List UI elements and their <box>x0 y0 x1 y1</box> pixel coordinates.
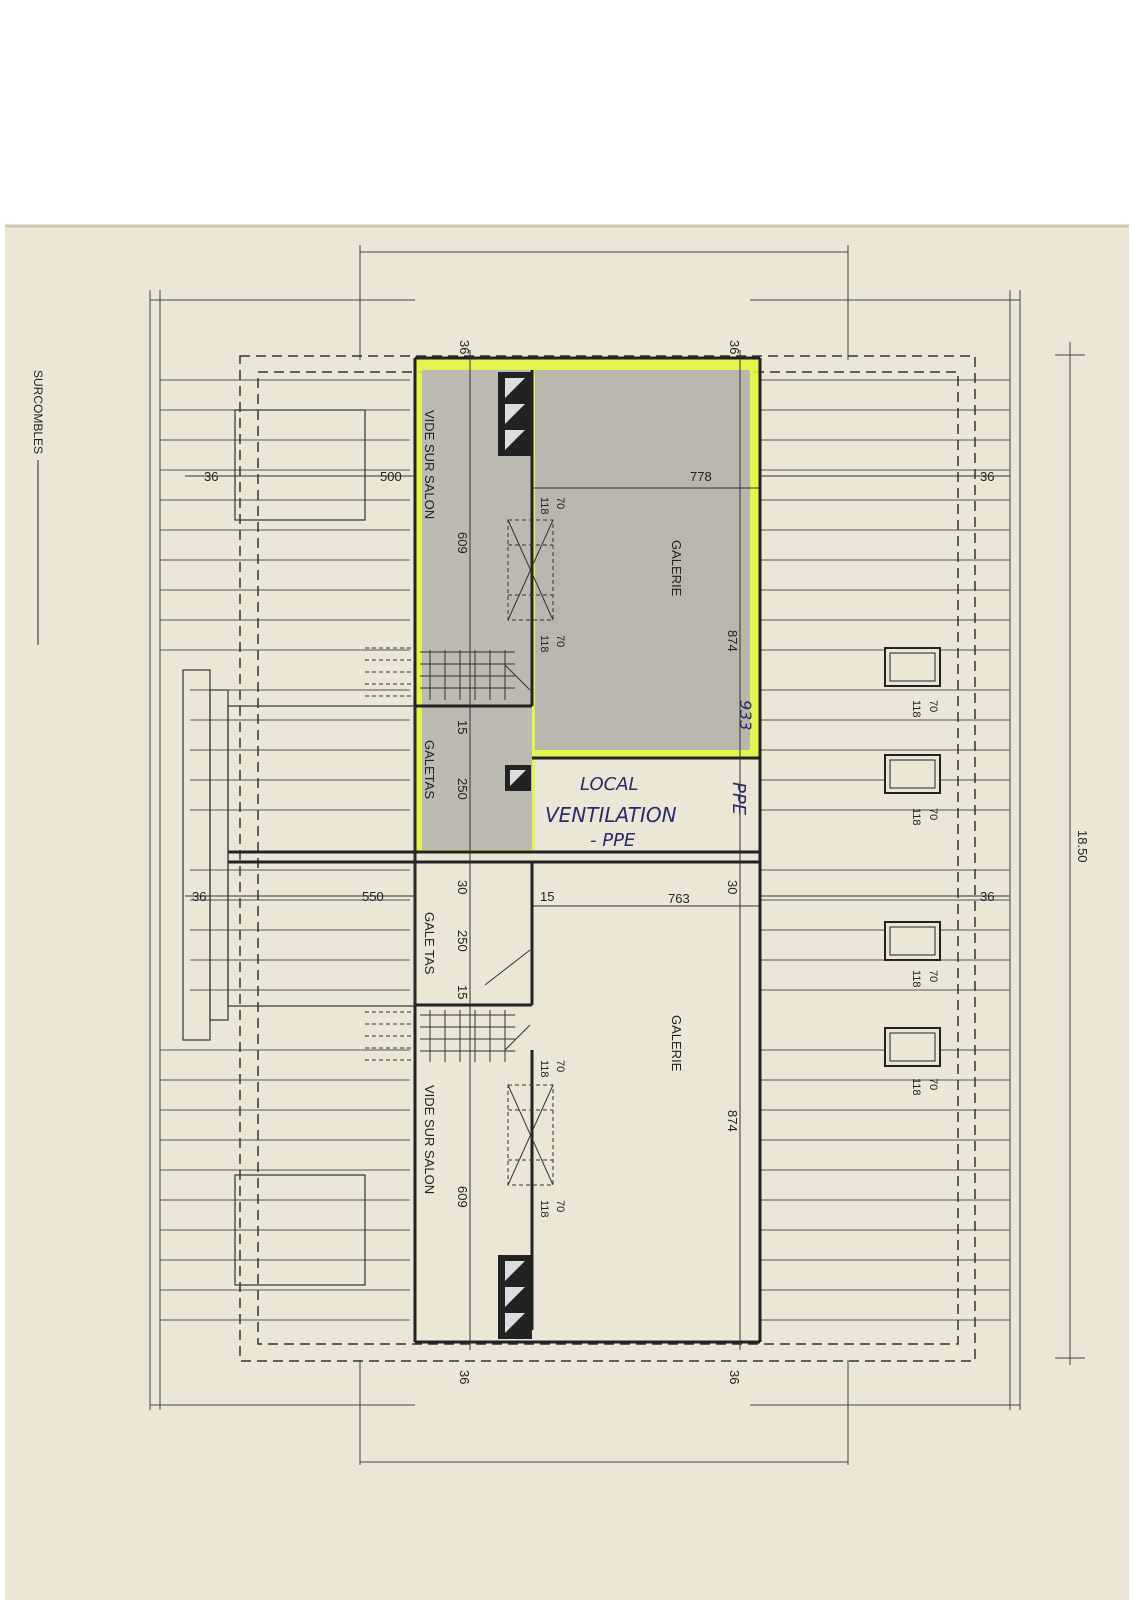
roof-window-3 <box>884 921 941 961</box>
dim-local-15: 15 <box>540 889 554 904</box>
dim-galetas-upper-15: 15 <box>455 720 470 734</box>
dim-bottom-left-36: 36 <box>457 1370 472 1384</box>
dim-lower-galerie-width: 763 <box>668 891 690 906</box>
roof-window-1-top: 70 <box>927 700 939 712</box>
dim-top-right-36: 36 <box>727 340 742 354</box>
handwritten-local: LOCAL <box>580 774 639 795</box>
roof-window-4-top: 70 <box>927 1078 939 1090</box>
room-galetas-upper: GALETAS <box>422 740 437 799</box>
upper-highlight-zone <box>415 358 760 852</box>
window-lower-b-top: 70 <box>554 1200 566 1212</box>
dim-lower-vide-length: 609 <box>455 1186 470 1208</box>
roof-window-1-bottom: 118 <box>910 700 922 718</box>
roof-window-3-top: 70 <box>927 970 939 982</box>
staircase-lower <box>365 949 531 1062</box>
roof-window-2 <box>884 754 941 794</box>
dim-local-30: 30 <box>725 880 740 894</box>
extension-lines <box>149 245 1085 1465</box>
chimney-flues-upper <box>498 372 532 456</box>
handwritten-ppe: - PPE <box>590 830 636 851</box>
roof-window-2-bottom: 118 <box>910 808 922 826</box>
left-dormer <box>182 409 416 1286</box>
window-upper-b-top: 70 <box>554 635 566 647</box>
window-upper-a-top: 70 <box>554 497 566 509</box>
roof-outline-dashed <box>239 355 976 1362</box>
sheet-title: SURCOMBLES <box>31 370 45 454</box>
window-lower-a-bottom: 118 <box>538 1060 550 1078</box>
roof-window-4-bottom: 118 <box>910 1078 922 1096</box>
dim-lower-galerie-length: 874 <box>725 1110 740 1132</box>
dim-side-right-lower: 36 <box>980 889 994 904</box>
window-lower-a-top: 70 <box>554 1060 566 1072</box>
handwritten-dim-933: 933 <box>736 700 755 731</box>
roof-window-1 <box>884 647 941 687</box>
dim-lower-vide-width: 550 <box>362 889 384 904</box>
chimney-flues-lower <box>498 1255 532 1339</box>
dim-galetas-lower-30: 30 <box>455 880 470 894</box>
dim-upper-vide-width: 500 <box>380 469 402 484</box>
window-upper-a-bottom: 118 <box>538 497 550 515</box>
labels-group: SURCOMBLES 18.50 36 36 36 36 36 36 36 36… <box>31 340 1090 1384</box>
dim-upper-vide-length: 609 <box>455 532 470 554</box>
handwritten-annotations: LOCAL VENTILATION - PPE PPE 874 933 <box>545 700 755 851</box>
dim-galetas-lower-15: 15 <box>455 985 470 999</box>
dim-overall-width: 18.50 <box>1075 830 1090 863</box>
dim-side-right-upper: 36 <box>980 469 994 484</box>
dimension-lines <box>185 350 1010 1350</box>
room-galetas-lower: GALE TAS <box>422 912 437 975</box>
room-galerie-lower: GALERIE <box>669 1015 684 1072</box>
skylight-upper <box>507 519 554 621</box>
roof-lines-right <box>760 379 1010 1321</box>
room-galerie-upper: GALERIE <box>669 540 684 597</box>
roof-lines-left <box>160 379 410 1321</box>
dim-top-left-36: 36 <box>457 340 472 354</box>
chimney-flue-middle <box>505 765 531 791</box>
handwritten-ventilation: VENTILATION <box>545 803 677 827</box>
dim-bottom-right-36: 36 <box>727 1370 742 1384</box>
dim-galetas-upper-250: 250 <box>455 778 470 800</box>
dim-upper-galerie-length: 874 <box>725 630 740 652</box>
roof-window-3-bottom: 118 <box>910 970 922 988</box>
room-vide-lower: VIDE SUR SALON <box>422 1085 437 1194</box>
handwritten-side-ppe: PPE <box>728 782 749 816</box>
dim-side-left-lower: 36 <box>192 889 206 904</box>
roof-window-2-top: 70 <box>927 808 939 820</box>
staircase-upper <box>365 647 531 700</box>
skylight-lower <box>507 1084 554 1186</box>
roof-window-4 <box>884 1027 941 1067</box>
dim-upper-galerie-width: 778 <box>690 469 712 484</box>
dim-side-left-upper: 36 <box>204 469 218 484</box>
room-vide-upper: VIDE SUR SALON <box>422 410 437 519</box>
dim-galetas-lower-250: 250 <box>455 930 470 952</box>
window-upper-b-bottom: 118 <box>538 635 550 653</box>
window-lower-b-bottom: 118 <box>538 1200 550 1218</box>
